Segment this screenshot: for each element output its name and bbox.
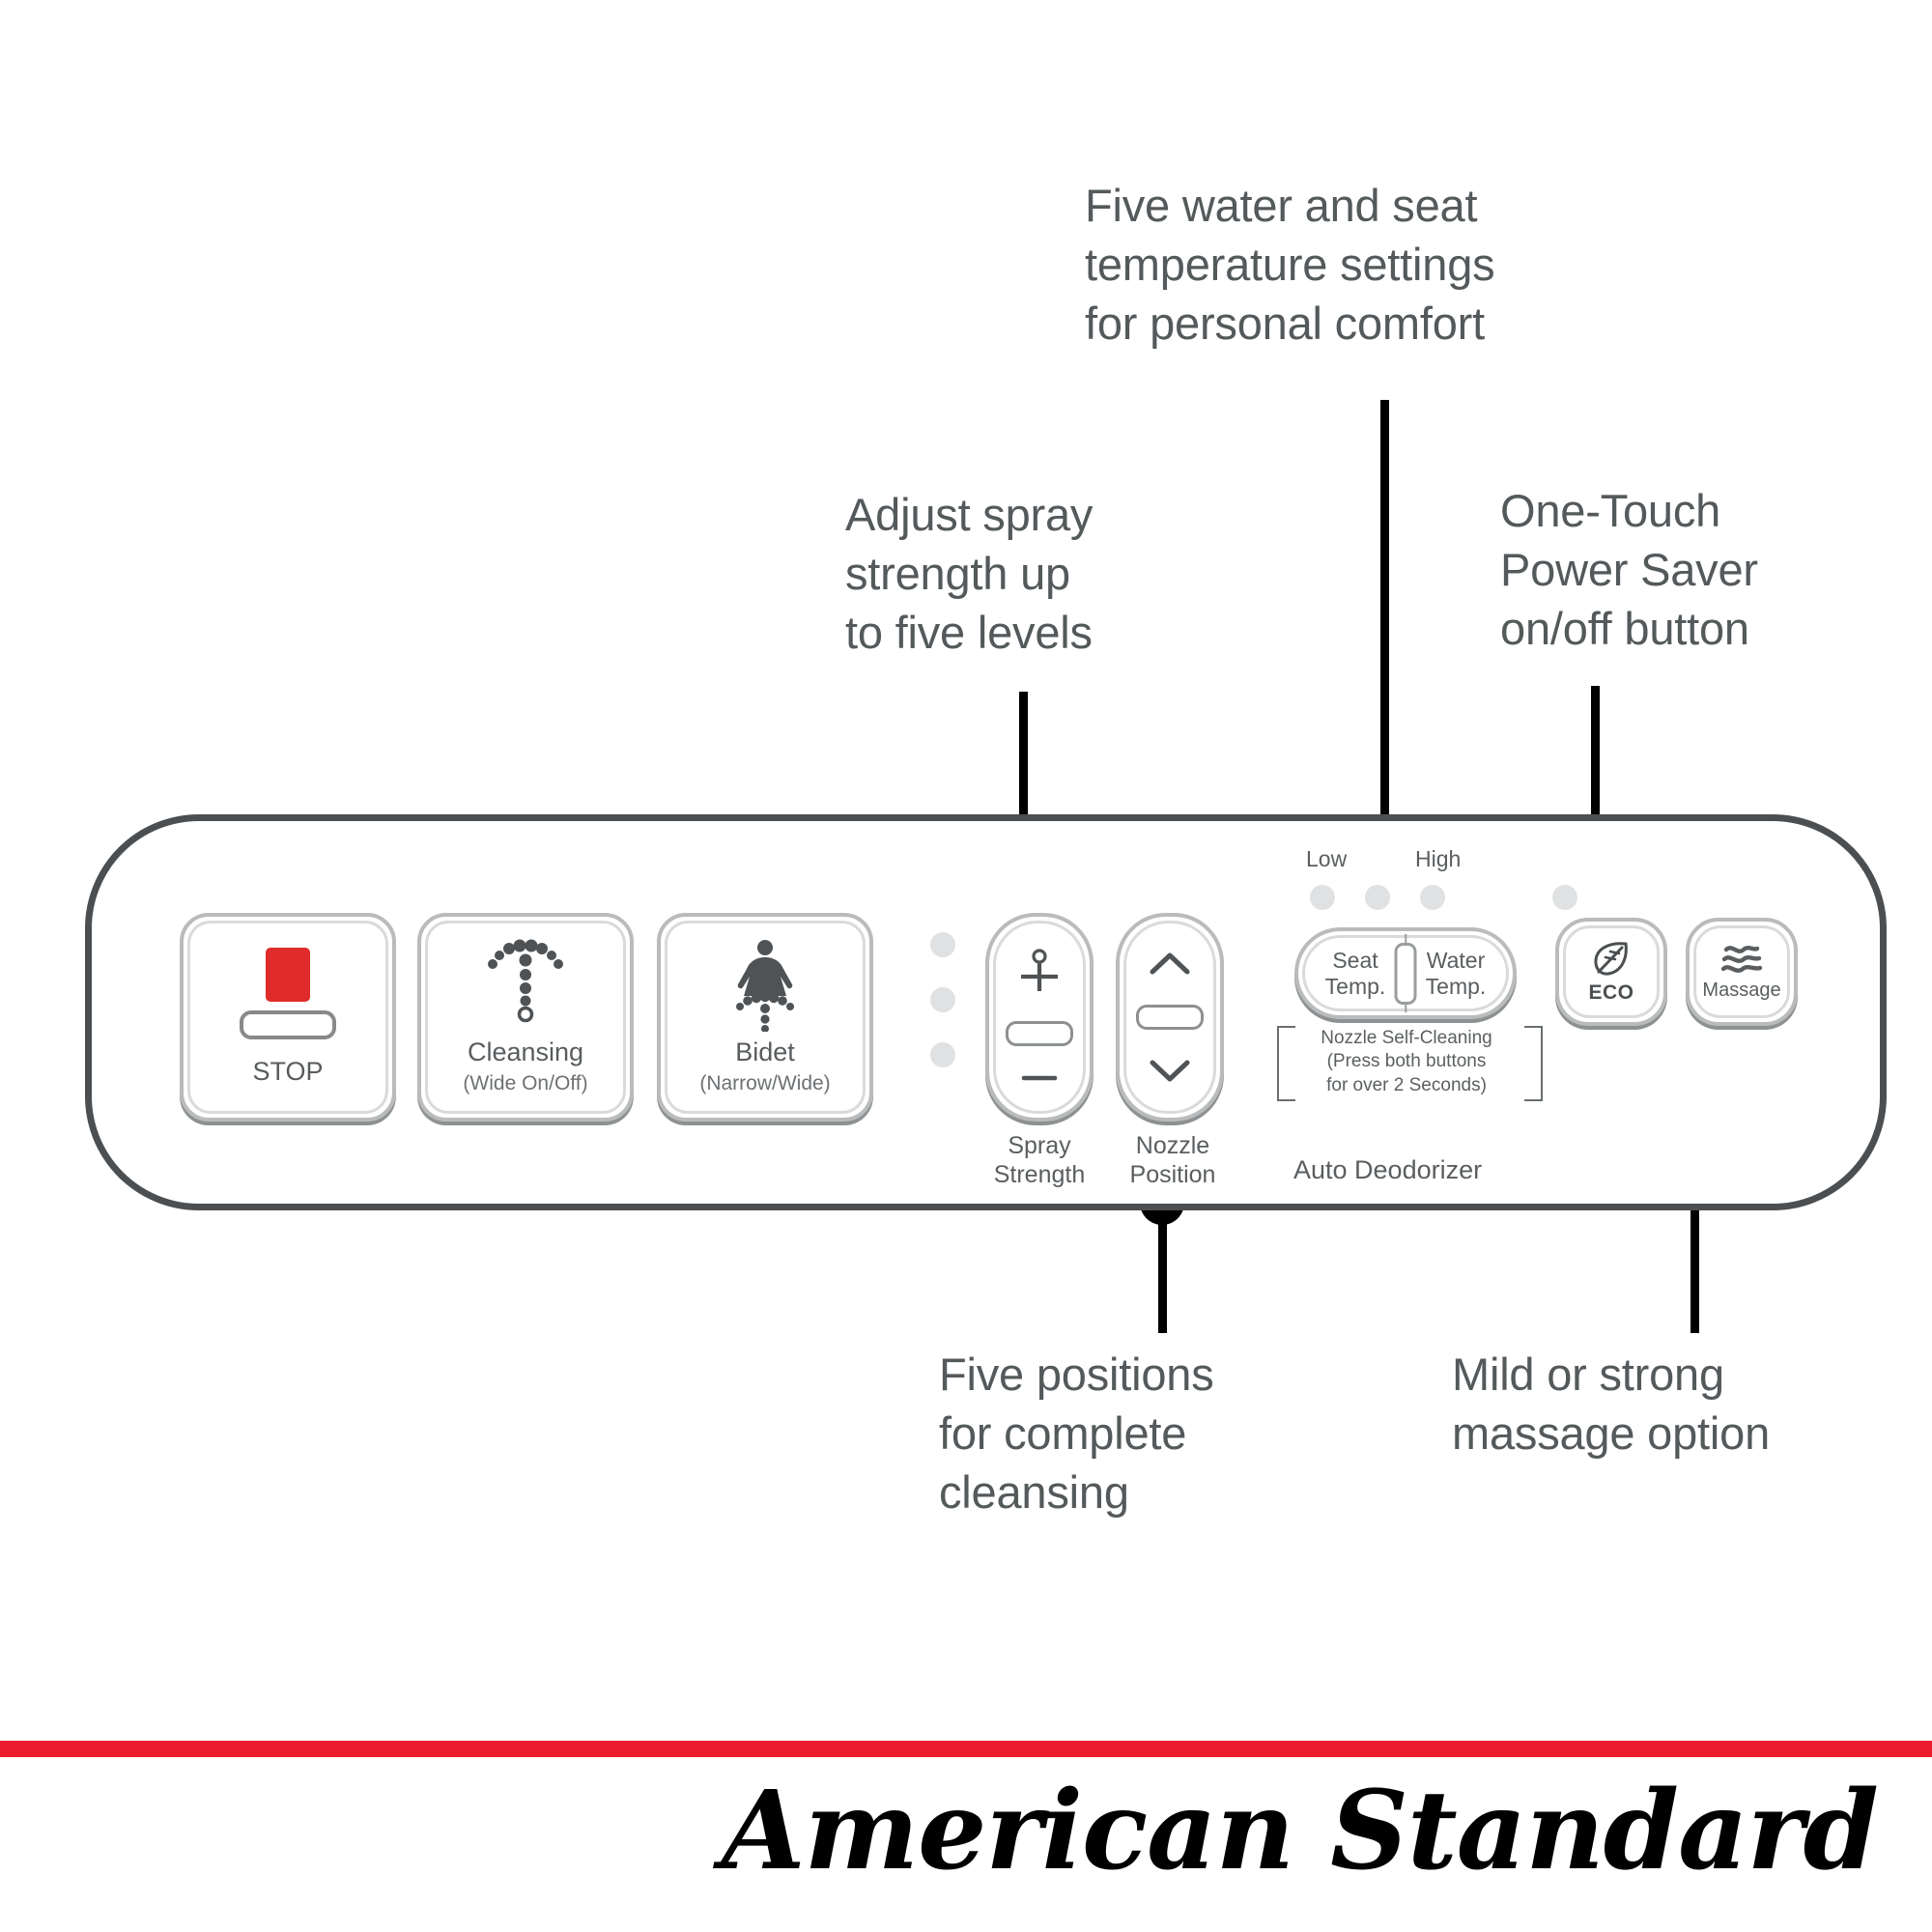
waves-icon [1716, 942, 1768, 979]
american-standard-logo: American Standard [721, 1768, 1879, 1894]
water-temp-button[interactable]: Water Temp. [1425, 947, 1487, 999]
cleansing-spray-icon [477, 939, 574, 1028]
bidet-button-inner: Bidet (Narrow/Wide) [665, 921, 866, 1114]
temp-low-label: Low [1306, 846, 1348, 871]
stop-button[interactable]: STOP [180, 913, 396, 1122]
eco-led [1552, 885, 1577, 910]
leader-line-nozzle-positions [1158, 1198, 1167, 1333]
eco-button-label: ECO [1588, 981, 1634, 1004]
nozzle-position-rocker-faces [1126, 923, 1213, 1111]
stop-button-inner: STOP [187, 921, 388, 1114]
bidet-button-sublabel: (Narrow/Wide) [699, 1071, 831, 1094]
temperature-rocker-faces: Seat Temp. Water Temp. [1305, 934, 1506, 1012]
bidet-button[interactable]: Bidet (Narrow/Wide) [657, 913, 873, 1122]
eco-button-inner: ECO [1563, 925, 1660, 1018]
callout-power-saver: One-Touch Power Saver on/off button [1500, 485, 1758, 655]
auto-deodorizer-label: Auto Deodorizer [1293, 1155, 1483, 1184]
massage-button[interactable]: Massage [1686, 918, 1798, 1026]
nozzle-position-rocker-divider [1136, 1005, 1204, 1030]
nozzle-self-cleaning-note: Nozzle Self-Cleaning (Press both buttons… [1321, 1028, 1492, 1095]
self-cleaning-bracket-left [1277, 1026, 1295, 1101]
spray-strength-led-2 [930, 987, 955, 1012]
brand-red-bar [0, 1741, 1932, 1757]
bidet-figure-spray-icon [717, 939, 813, 1032]
cleansing-button-inner: Cleansing (Wide On/Off) [425, 921, 626, 1114]
stop-bar [240, 1009, 336, 1039]
callout-spray-strength: Adjust spray strength up to five levels [845, 489, 1094, 659]
plus-nozzle-icon[interactable] [1013, 949, 1065, 997]
temp-high-label: High [1415, 846, 1462, 871]
temperature-led-1 [1310, 885, 1335, 910]
callout-temperature-settings: Five water and seat temperature settings… [1085, 180, 1495, 350]
callout-nozzle-positions: Five positions for complete cleansing [939, 1349, 1214, 1519]
spray-strength-led-3 [930, 1042, 955, 1067]
leaf-icon [1589, 939, 1634, 980]
temperature-led-2 [1365, 885, 1390, 910]
stop-square-icon [240, 947, 336, 1039]
callout-massage-option: Mild or strong massage option [1452, 1349, 1771, 1460]
massage-button-label: Massage [1702, 980, 1781, 1001]
nozzle-position-label: Nozzle Position [1129, 1132, 1216, 1188]
leader-line-temperature [1380, 400, 1389, 852]
nozzle-position-rocker-inner [1123, 921, 1216, 1114]
massage-button-inner: Massage [1693, 925, 1790, 1018]
spray-strength-label: Spray Strength [993, 1132, 1086, 1188]
spray-strength-rocker-divider [1006, 1021, 1073, 1046]
nozzle-position-rocker[interactable] [1116, 913, 1224, 1122]
temperature-led-group [1310, 885, 1445, 910]
spray-strength-rocker-inner [993, 921, 1086, 1114]
leader-line-power-saver [1591, 686, 1600, 889]
stop-button-label: STOP [252, 1056, 324, 1086]
temperature-rocker-knob [1394, 942, 1417, 1005]
leader-line-spray-strength [1019, 692, 1028, 914]
temperature-rocker-inner: Seat Temp. Water Temp. [1302, 934, 1509, 1012]
spray-strength-led-1 [930, 932, 955, 957]
chevron-down-icon[interactable] [1144, 1055, 1196, 1086]
temperature-rocker[interactable]: Seat Temp. Water Temp. [1294, 927, 1517, 1019]
cleansing-button-sublabel: (Wide On/Off) [463, 1071, 588, 1094]
self-cleaning-bracket-right [1524, 1026, 1543, 1101]
seat-temp-button[interactable]: Seat Temp. [1324, 947, 1386, 999]
bidet-button-label: Bidet [735, 1037, 795, 1066]
spray-strength-rocker-faces [996, 923, 1083, 1111]
cleansing-button[interactable]: Cleansing (Wide On/Off) [417, 913, 634, 1122]
temperature-led-3 [1420, 885, 1445, 910]
chevron-up-icon[interactable] [1144, 949, 1196, 980]
eco-button[interactable]: ECO [1555, 918, 1667, 1026]
stop-red-square [266, 947, 310, 1002]
cleansing-button-label: Cleansing [467, 1037, 584, 1066]
spray-strength-led-group [930, 932, 955, 1067]
spray-strength-rocker[interactable] [985, 913, 1094, 1122]
minus-icon[interactable] [1013, 1070, 1065, 1086]
